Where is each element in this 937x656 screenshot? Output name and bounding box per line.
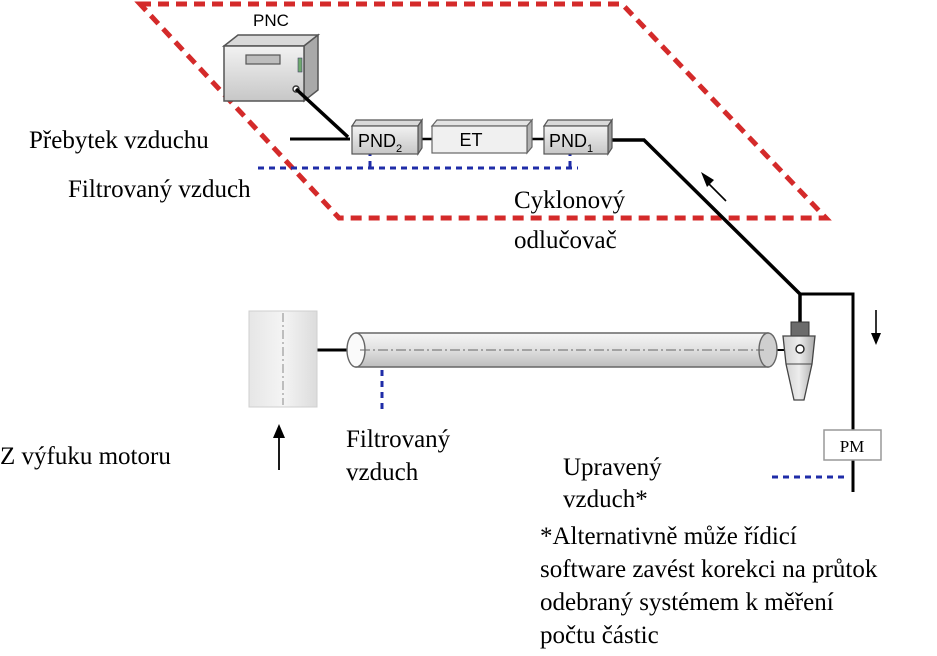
flow-arrow-up-icon bbox=[701, 172, 727, 202]
pnc-instrument bbox=[221, 33, 321, 103]
conditioned-air-line1: Upravený bbox=[563, 454, 662, 481]
filtered-air-bottom-line2: vzduch bbox=[346, 459, 419, 486]
pnd1-box bbox=[542, 118, 614, 156]
cyclone-separator bbox=[782, 321, 816, 401]
dilution-tunnel bbox=[346, 332, 778, 368]
filtered-air-bottom-line1: Filtrovaný bbox=[346, 426, 451, 453]
main-sample-line bbox=[608, 138, 802, 322]
pnd2-box bbox=[350, 118, 424, 156]
pnd1-label: PND1 bbox=[549, 131, 593, 155]
flow-arrow-down-icon bbox=[871, 310, 881, 345]
exhaust-label: Z výfuku motoru bbox=[0, 443, 171, 470]
et-box bbox=[430, 118, 534, 155]
cyclone-label-line1: Cyklonový bbox=[514, 187, 626, 214]
filtered-air-top-label: Filtrovaný vzduch bbox=[68, 176, 251, 203]
cyclone-label-line2: odlučovač bbox=[514, 227, 617, 254]
et-label: ET bbox=[459, 130, 482, 150]
footnote-line1: *Alternativně může řídicí bbox=[540, 523, 797, 550]
pnc-connection-line bbox=[294, 87, 350, 139]
footnote-line3: odebraný systémem k měření bbox=[540, 589, 834, 616]
excess-air-label: Přebytek vzduchu bbox=[29, 127, 209, 154]
pm-sample-line bbox=[800, 292, 855, 430]
footnote-line4: počtu částic bbox=[540, 622, 659, 649]
pnd2-label: PND2 bbox=[358, 131, 402, 155]
measurement-system-boundary bbox=[134, 1, 832, 221]
pnc-label: PNC bbox=[253, 11, 289, 30]
conditioned-air-line2: vzduch* bbox=[563, 486, 648, 513]
footnote-line2: software zavést korekci na průtok bbox=[540, 556, 878, 583]
pm-box bbox=[823, 429, 882, 461]
pm-label: PM bbox=[840, 437, 865, 456]
exhaust-flow-arrow-icon bbox=[273, 424, 285, 470]
